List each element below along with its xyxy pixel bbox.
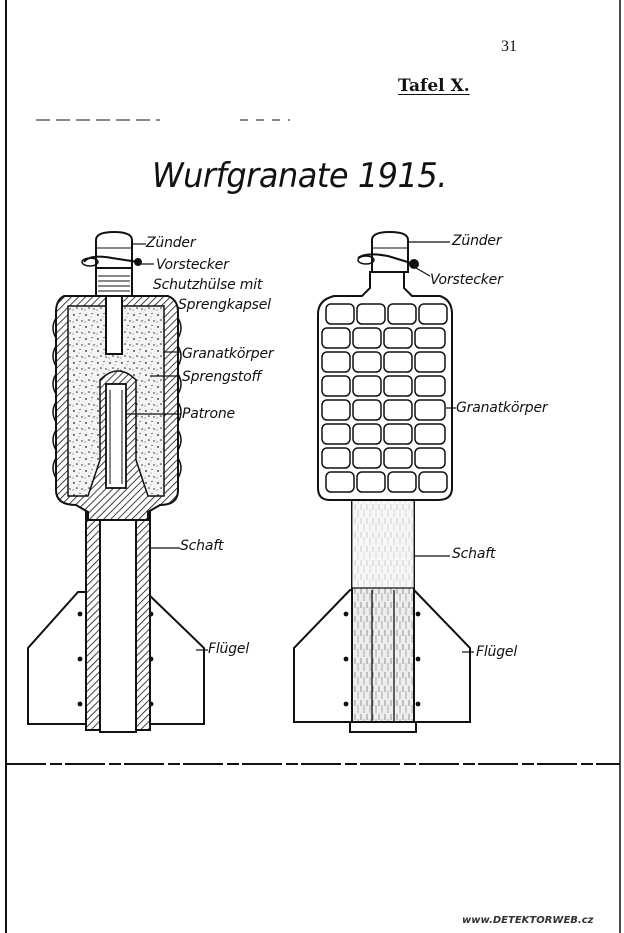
- watermark: www.DETEKTORWEB.cz: [462, 915, 594, 926]
- page-title: Wurfgranate 1915.: [152, 156, 447, 196]
- label-right-schaft: Schaft: [452, 546, 496, 562]
- label-left-schutzhuelse: Schutzhülse mit: [153, 277, 263, 293]
- plate-label: Tafel X.: [398, 76, 470, 96]
- label-left-fluegel: Flügel: [208, 641, 250, 657]
- label-left-granatkoerper: Granatkörper: [182, 346, 274, 362]
- label-right-fluegel: Flügel: [476, 644, 518, 660]
- label-right-granatkoerper: Granatkörper: [456, 400, 548, 416]
- right-zuender-cap: [371, 230, 409, 273]
- label-left-patrone: Patrone: [182, 406, 235, 422]
- label-left-vorstecker: Vorstecker: [156, 257, 229, 273]
- label-left-zuender: Zünder: [146, 235, 196, 251]
- label-right-zuender: Zünder: [452, 233, 502, 249]
- label-right-vorstecker: Vorstecker: [430, 272, 503, 288]
- page-border: [5, 0, 621, 933]
- page-number: 31: [501, 38, 517, 55]
- label-left-schaft: Schaft: [180, 538, 224, 554]
- grenade-exterior: [293, 230, 474, 733]
- fragmentation-segments: [321, 303, 448, 493]
- left-zuender-cap: [95, 230, 133, 269]
- left-schutzhuelse: [105, 287, 123, 355]
- left-vorstecker-pin: [83, 255, 139, 263]
- left-shaft: [85, 489, 101, 731]
- grenade-cross-section: [27, 230, 208, 733]
- left-patrone: [105, 383, 127, 489]
- label-left-sprengstoff: Sprengstoff: [182, 369, 261, 385]
- label-left-sprengkapsel: Sprengkapsel: [178, 297, 271, 313]
